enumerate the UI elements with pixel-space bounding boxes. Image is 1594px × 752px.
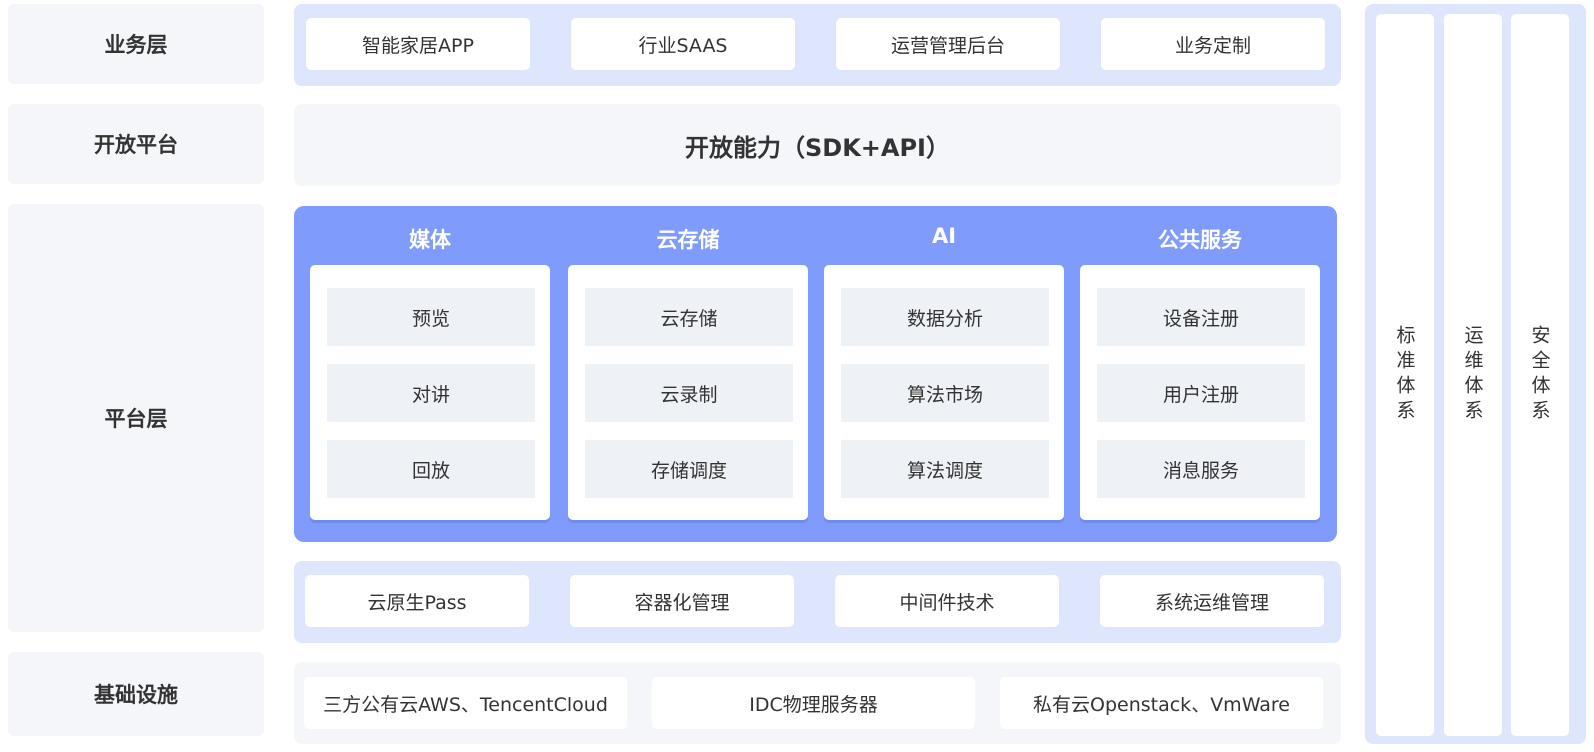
platform-item: 云录制 (585, 364, 793, 422)
infrastructure-band: 三方公有云AWS、TencentCloud IDC物理服务器 私有云Openst… (294, 662, 1341, 744)
layer-label-business: 业务层 (8, 4, 264, 84)
layer-label-platform: 平台层 (8, 204, 264, 632)
infrastructure-item: 三方公有云AWS、TencentCloud (304, 677, 627, 729)
business-item: 业务定制 (1101, 18, 1325, 70)
platform-column-title: AI (931, 224, 957, 248)
side-systems-panel: 标准体系 运维体系 安全体系 (1365, 4, 1586, 744)
platform-item: 数据分析 (841, 288, 1049, 346)
business-item: 行业SAAS (571, 18, 795, 70)
platform-item: 对讲 (327, 364, 535, 422)
infrastructure-item: 私有云Openstack、VmWare (1000, 677, 1323, 729)
side-system-column: 标准体系 (1376, 14, 1434, 736)
business-item: 运营管理后台 (836, 18, 1060, 70)
platform-item: 算法市场 (841, 364, 1049, 422)
platform-item: 消息服务 (1097, 440, 1305, 498)
platform-item: 预览 (327, 288, 535, 346)
platform-item: 存储调度 (585, 440, 793, 498)
platform-block: 媒体 预览 对讲 回放 云存储 云存储 云录制 存储调度 AI 数据分析 算法市… (294, 206, 1337, 542)
platform-item: 设备注册 (1097, 288, 1305, 346)
layer-label-open-platform: 开放平台 (8, 104, 264, 184)
business-item: 智能家居APP (306, 18, 530, 70)
infrastructure-item: IDC物理服务器 (652, 677, 975, 729)
platform-column-card: 预览 对讲 回放 (310, 265, 550, 520)
platform-column-title: 公共服务 (1158, 228, 1242, 252)
business-layer-band: 智能家居APP 行业SAAS 运营管理后台 业务定制 (294, 4, 1341, 86)
platform-item: 用户注册 (1097, 364, 1305, 422)
platform-column-title: 媒体 (409, 228, 451, 252)
platform-base-item: 系统运维管理 (1100, 575, 1324, 627)
platform-item: 算法调度 (841, 440, 1049, 498)
platform-base-item: 云原生Pass (305, 575, 529, 627)
platform-item: 云存储 (585, 288, 793, 346)
side-system-label: 标准体系 (1393, 325, 1416, 425)
platform-column-card: 数据分析 算法市场 算法调度 (824, 265, 1064, 520)
layer-label-infrastructure: 基础设施 (8, 652, 264, 736)
open-capability-band: 开放能力（SDK+API） (294, 104, 1341, 186)
platform-base-item: 容器化管理 (570, 575, 794, 627)
platform-base-band: 云原生Pass 容器化管理 中间件技术 系统运维管理 (294, 561, 1341, 643)
platform-column-card: 云存储 云录制 存储调度 (568, 265, 808, 520)
side-system-column: 运维体系 (1444, 14, 1502, 736)
platform-column-card: 设备注册 用户注册 消息服务 (1080, 265, 1320, 520)
side-system-label: 安全体系 (1528, 325, 1551, 425)
side-system-column: 安全体系 (1511, 14, 1569, 736)
open-capability-label: 开放能力（SDK+API） (684, 133, 950, 162)
platform-column-title: 云存储 (656, 228, 720, 252)
platform-base-item: 中间件技术 (835, 575, 1059, 627)
platform-item: 回放 (327, 440, 535, 498)
side-system-label: 运维体系 (1461, 325, 1484, 425)
